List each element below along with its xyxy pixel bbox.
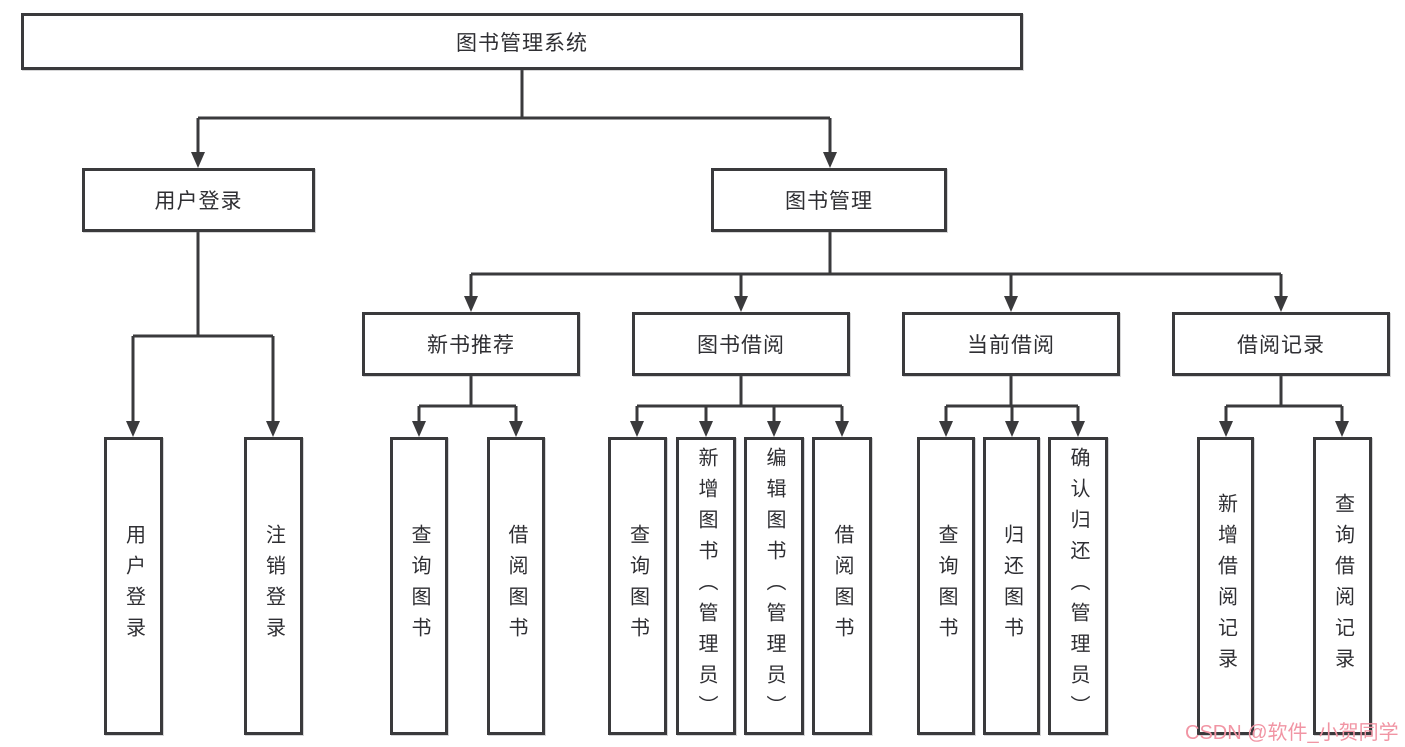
- leaf-label: 新增图书（管理员）: [695, 446, 717, 726]
- connector-new-book-to-leaves: [412, 376, 523, 437]
- arrow-down-icon: [509, 421, 523, 437]
- arrow-down-icon: [699, 421, 713, 437]
- leaf-label: 新增借阅记录: [1214, 493, 1237, 679]
- connector-user-login-to-leaves: [126, 232, 280, 437]
- connector-book-borrow-to-leaves: [630, 376, 849, 437]
- node-group-borrow-record: 借阅记录: [1172, 312, 1390, 376]
- arrow-down-icon: [823, 152, 837, 168]
- arrow-down-icon: [734, 296, 748, 312]
- node-label: 当前借阅: [967, 334, 1055, 357]
- leaf-user-login: 用户登录: [104, 437, 163, 735]
- leaf-label: 查询图书: [935, 524, 957, 648]
- node-label: 图书借阅: [697, 334, 785, 357]
- arrow-down-icon: [1274, 296, 1288, 312]
- leaf-label: 查询图书: [408, 524, 430, 648]
- node-group-current-borrow: 当前借阅: [902, 312, 1120, 376]
- arrow-down-icon: [1071, 421, 1085, 437]
- leaf-query-book-3: 查询图书: [917, 437, 975, 735]
- leaf-confirm-return-admin: 确认归还（管理员）: [1048, 437, 1108, 735]
- node-group-book-borrow: 图书借阅: [632, 312, 850, 376]
- node-label: 新书推荐: [427, 334, 515, 357]
- leaf-query-book-1: 查询图书: [390, 437, 448, 735]
- node-label: 图书管理系统: [456, 31, 588, 55]
- arrow-down-icon: [630, 421, 644, 437]
- arrow-down-icon: [1004, 296, 1018, 312]
- arrow-down-icon: [126, 421, 140, 437]
- connector-current-borrow-to-leaves: [939, 376, 1085, 437]
- arrow-down-icon: [1335, 421, 1349, 437]
- leaf-label: 借阅图书: [831, 524, 853, 648]
- connector-root-to-level2: [191, 70, 837, 168]
- leaf-label: 注销登录: [262, 524, 285, 648]
- node-label: 借阅记录: [1237, 334, 1325, 357]
- leaf-return-book: 归还图书: [983, 437, 1040, 735]
- node-book-management-branch: 图书管理: [711, 168, 947, 232]
- arrow-down-icon: [412, 421, 426, 437]
- arrow-down-icon: [191, 152, 205, 168]
- node-label: 用户登录: [154, 190, 243, 213]
- leaf-label: 编辑图书（管理员）: [763, 446, 785, 726]
- node-label: 图书管理: [785, 190, 873, 213]
- leaf-label: 查询图书: [626, 524, 649, 648]
- arrow-down-icon: [266, 421, 280, 437]
- leaf-label: 归还图书: [1000, 524, 1023, 648]
- leaf-query-borrow-record: 查询借阅记录: [1313, 437, 1372, 735]
- leaf-borrow-book-2: 借阅图书: [812, 437, 872, 735]
- arrow-down-icon: [767, 421, 781, 437]
- arrow-down-icon: [1219, 421, 1233, 437]
- leaf-label: 查询借阅记录: [1331, 493, 1354, 679]
- leaf-add-book-admin: 新增图书（管理员）: [676, 437, 736, 735]
- leaf-query-book-2: 查询图书: [608, 437, 667, 735]
- arrow-down-icon: [835, 421, 849, 437]
- leaf-borrow-book-1: 借阅图书: [487, 437, 545, 735]
- leaf-edit-book-admin: 编辑图书（管理员）: [744, 437, 804, 735]
- leaf-label: 确认归还（管理员）: [1067, 446, 1089, 726]
- node-user-login-branch: 用户登录: [82, 168, 315, 232]
- leaf-add-borrow-record: 新增借阅记录: [1197, 437, 1254, 735]
- connector-book-mgmt-to-level3: [464, 232, 1288, 312]
- node-root-library-system: 图书管理系统: [21, 13, 1023, 70]
- arrow-down-icon: [464, 296, 478, 312]
- node-group-new-book-recommend: 新书推荐: [362, 312, 580, 376]
- connector-borrow-record-to-leaves: [1219, 376, 1349, 437]
- arrow-down-icon: [939, 421, 953, 437]
- leaf-logout: 注销登录: [244, 437, 303, 735]
- arrow-down-icon: [1005, 421, 1019, 437]
- leaf-label: 用户登录: [122, 524, 145, 648]
- leaf-label: 借阅图书: [505, 524, 527, 648]
- csdn-watermark: CSDN @软件_小贺同学: [1185, 722, 1399, 744]
